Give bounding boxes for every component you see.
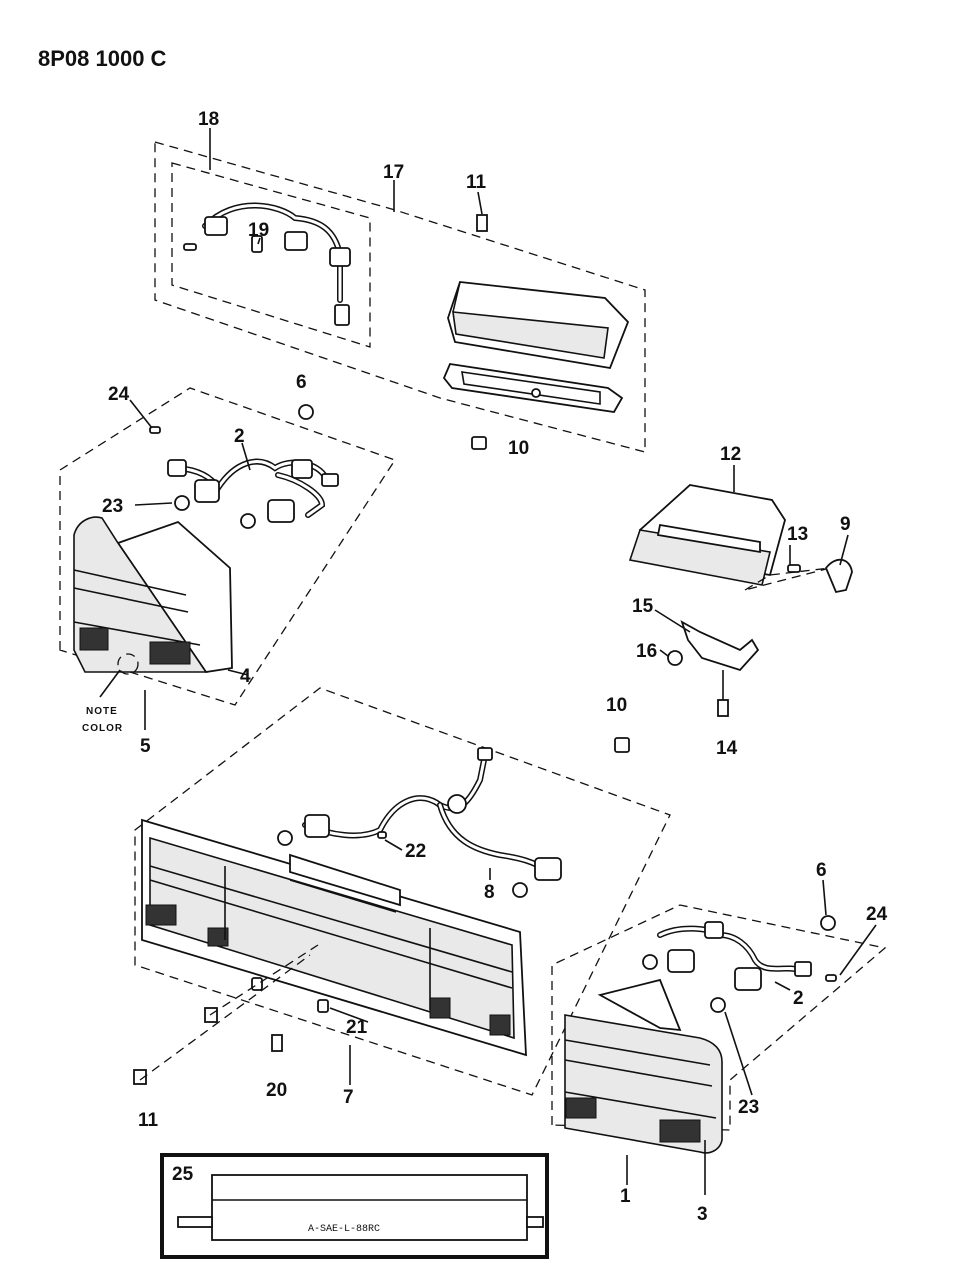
socket-right bbox=[284, 231, 308, 251]
note-label-1: NOTE bbox=[86, 706, 118, 717]
group-18-outline bbox=[171, 162, 371, 348]
callout-10-top: 10 bbox=[508, 438, 529, 459]
callout-4: 4 bbox=[240, 666, 251, 687]
nut-6-left bbox=[298, 404, 314, 420]
callout-7: 7 bbox=[343, 1087, 354, 1108]
callout-18: 18 bbox=[198, 109, 219, 130]
callout-labels: 18 17 11 19 6 24 2 10 12 23 9 13 15 16 4… bbox=[82, 109, 888, 1225]
callout-12: 12 bbox=[720, 444, 741, 465]
bulb-24-right bbox=[825, 974, 837, 982]
callout-5: 5 bbox=[140, 736, 151, 757]
leader-lines bbox=[129, 128, 877, 1195]
nut-16 bbox=[667, 650, 683, 666]
screw-11-bottom bbox=[133, 1069, 147, 1085]
socket-2-right bbox=[667, 949, 695, 973]
center-panel-outline bbox=[134, 687, 671, 1096]
right-lamp-body bbox=[597, 978, 682, 1032]
callout-11-bottom: 11 bbox=[138, 1110, 159, 1131]
screw-20 bbox=[271, 1034, 283, 1052]
left-lamp-outline bbox=[59, 387, 396, 706]
callout-8: 8 bbox=[484, 882, 495, 903]
nut-21 bbox=[317, 999, 329, 1013]
callout-21: 21 bbox=[346, 1017, 368, 1038]
clip-14 bbox=[717, 699, 729, 717]
callout-2-right: 2 bbox=[793, 988, 804, 1009]
callout-23-right: 23 bbox=[738, 1097, 759, 1118]
inset-frame bbox=[160, 1153, 549, 1259]
callout-20: 20 bbox=[266, 1080, 287, 1101]
callout-6-left: 6 bbox=[296, 372, 307, 393]
center-lamp-group bbox=[628, 484, 853, 717]
lamp-17-gasket bbox=[442, 363, 624, 413]
inset-marking: A-SAE-L-88RC bbox=[308, 1224, 380, 1235]
right-tail-lamp-group bbox=[551, 904, 887, 1154]
bulb-24-left bbox=[149, 426, 161, 434]
diagram-code: 8P08 1000 C bbox=[38, 46, 167, 71]
inset-lamp-body bbox=[211, 1174, 528, 1241]
callout-13: 13 bbox=[787, 524, 808, 545]
callout-2-left: 2 bbox=[234, 426, 245, 447]
harness-connector bbox=[334, 304, 350, 326]
callout-14: 14 bbox=[716, 738, 738, 759]
right-lamp-outline bbox=[551, 904, 887, 1131]
bracket-15 bbox=[680, 620, 760, 672]
callout-16: 16 bbox=[636, 641, 657, 662]
bulb-23-right bbox=[710, 997, 726, 1013]
center-applique-lens bbox=[149, 836, 515, 1040]
callout-23-left: 23 bbox=[102, 496, 123, 517]
bulb-23-left bbox=[174, 495, 190, 511]
screw-11-top bbox=[476, 214, 488, 232]
callout-9: 9 bbox=[840, 514, 851, 535]
socket-8-left bbox=[304, 814, 330, 838]
nut-10-center bbox=[614, 737, 630, 753]
callout-19: 19 bbox=[248, 220, 269, 241]
center-panel-group bbox=[133, 687, 671, 1096]
callout-10-center: 10 bbox=[606, 695, 627, 716]
nut-10-top bbox=[471, 436, 487, 450]
callout-11-top: 11 bbox=[466, 172, 487, 193]
callout-24-right: 24 bbox=[866, 904, 888, 925]
lamp-17-lens bbox=[452, 311, 609, 359]
socket-left bbox=[204, 216, 228, 236]
screw-13 bbox=[787, 564, 801, 573]
bulb-small bbox=[183, 243, 197, 251]
socket-8-right bbox=[534, 857, 562, 881]
callout-3: 3 bbox=[697, 1204, 708, 1225]
callout-22: 22 bbox=[405, 841, 426, 862]
note-label-2: COLOR bbox=[82, 723, 123, 734]
callout-6-right: 6 bbox=[816, 860, 827, 881]
group-17-outline bbox=[154, 141, 646, 453]
left-tail-lamp-group bbox=[59, 387, 396, 706]
socket-2-left bbox=[194, 479, 220, 503]
callout-25: 25 bbox=[172, 1164, 194, 1185]
callout-1: 1 bbox=[620, 1186, 631, 1207]
screw-22 bbox=[377, 831, 387, 839]
nut-6-right bbox=[820, 915, 836, 931]
right-lamp-lens bbox=[564, 1014, 723, 1154]
callout-24-left: 24 bbox=[108, 384, 130, 405]
callout-15: 15 bbox=[632, 596, 654, 617]
inset-25: A-SAE-L-88RC bbox=[160, 1153, 549, 1259]
bulb-9 bbox=[824, 558, 853, 594]
high-mount-lamp-group bbox=[154, 141, 646, 453]
callout-17: 17 bbox=[383, 162, 404, 183]
